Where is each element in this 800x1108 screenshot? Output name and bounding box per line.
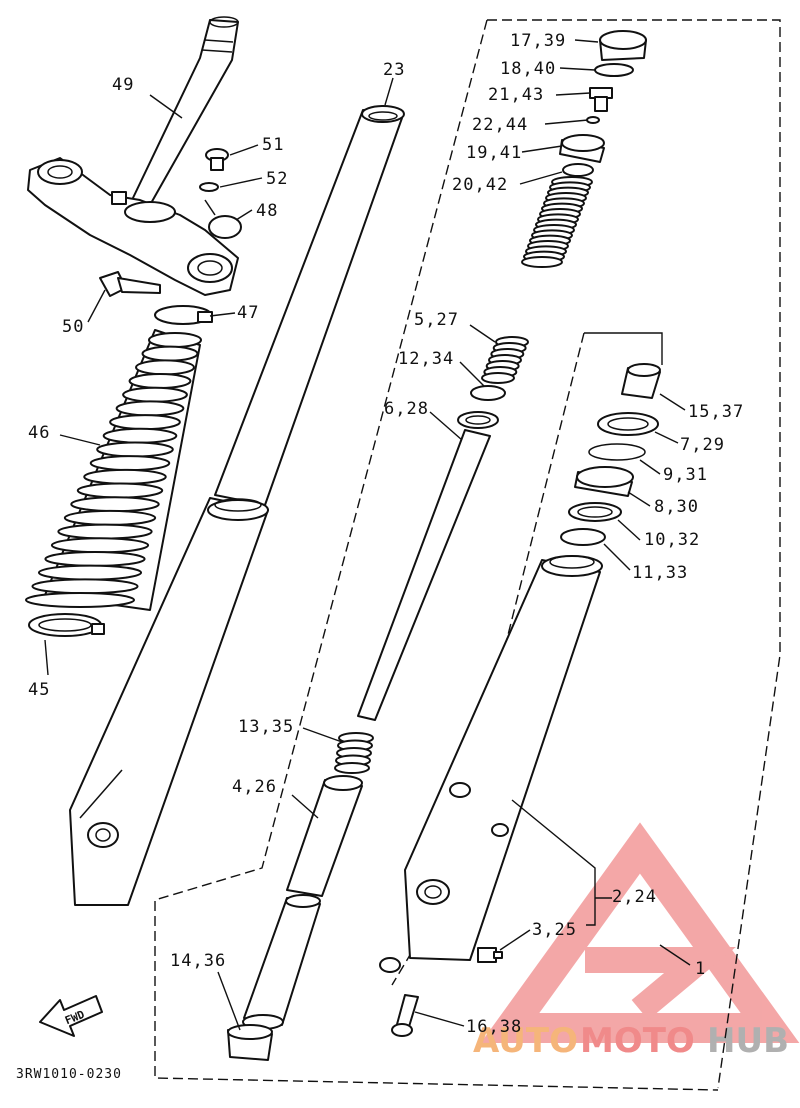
leader-lines	[44, 39, 691, 1031]
label-52: 52	[266, 169, 288, 189]
label-15-37: 15,37	[688, 402, 744, 422]
part-47-boot-clamp	[154, 305, 213, 325]
part-15-37-bushing	[621, 363, 661, 399]
group-frame-right	[487, 19, 781, 1089]
group-frame-lower-inner	[584, 332, 663, 365]
label-6-28: 6,28	[384, 399, 429, 419]
bellow-rib	[37, 564, 143, 581]
label-45: 45	[28, 680, 50, 700]
label-8-30: 8,30	[654, 497, 699, 517]
bellow-rib	[141, 345, 199, 362]
part-22-44-clip	[586, 116, 600, 124]
bellow-rib	[148, 332, 202, 348]
label-21-43: 21,43	[488, 85, 544, 105]
label-16-38: 16,38	[466, 1017, 522, 1037]
part-14-36-oil-lock-piece	[227, 1024, 273, 1061]
label-23: 23	[383, 60, 405, 80]
part-19-41-spring-seat	[559, 134, 605, 163]
label-17-39: 17,39	[510, 31, 566, 51]
part-13-35-taper-spring	[334, 732, 374, 774]
part-20-42-collar	[562, 163, 594, 177]
bellow-rib	[44, 550, 146, 567]
label-5-27: 5,27	[414, 310, 459, 330]
part-fork-spring	[521, 176, 593, 268]
bellow-rib	[70, 496, 160, 513]
label-50: 50	[62, 317, 84, 337]
bellow-rib	[63, 509, 157, 526]
part-48-cable-guide	[204, 199, 242, 239]
label-10-32: 10,32	[644, 530, 700, 550]
watermark-text-hub: HUB	[707, 1021, 789, 1061]
bellow-rib	[122, 386, 188, 403]
part-labels: 49 51 52 48 50 47 46 45 23 17,39 18,40 2…	[16, 31, 744, 1082]
fwd-arrow-icon	[39, 995, 103, 1037]
label-18-40: 18,40	[500, 59, 556, 79]
part-45-lower-clamp	[28, 613, 105, 637]
bellow-rib	[76, 482, 164, 499]
part-46-fork-boot	[25, 329, 202, 611]
bellow-rib	[57, 523, 153, 540]
part-12-34-ring	[470, 385, 506, 401]
part-3-25-drain-bolt	[477, 947, 503, 963]
bellow-rib	[128, 373, 192, 390]
part-49-steering-stem	[27, 16, 239, 296]
bellow-rib	[89, 455, 171, 472]
label-49: 49	[112, 75, 134, 95]
bellow-rib	[31, 578, 139, 595]
part-5-27-rebound-spring	[481, 336, 529, 384]
label-1: 1	[695, 959, 706, 979]
group-frame-left	[154, 19, 719, 1091]
label-3-25: 3,25	[532, 920, 577, 940]
label-22-44: 22,44	[472, 115, 528, 135]
part-4-26-spacer	[286, 775, 363, 897]
part-9-31-circlip	[588, 443, 646, 461]
part-16-38-damper-bolt	[391, 994, 419, 1037]
label-2-24: 2,24	[612, 887, 657, 907]
bellow-rib	[115, 400, 185, 417]
part-6-28-damper-rod	[357, 411, 499, 721]
part-52-washer	[199, 182, 219, 192]
part-10-32-washer	[568, 502, 622, 522]
bellow-rib	[25, 592, 135, 608]
part-7-29-dust-seal	[597, 412, 659, 436]
watermark-text-moto: MOTO	[580, 1021, 695, 1061]
label-20-42: 20,42	[452, 175, 508, 195]
bellow-rib	[102, 427, 178, 444]
spring-coil	[334, 762, 370, 774]
watermark-text-auto: AUTO	[473, 1021, 578, 1061]
part-left-outer-tube	[69, 497, 269, 906]
part-lower-spacer	[242, 894, 321, 1030]
label-19-41: 19,41	[466, 143, 522, 163]
label-51: 51	[262, 135, 284, 155]
part-11-33-slide-metal	[560, 528, 606, 546]
bellow-rib	[83, 468, 167, 485]
label-11-33: 11,33	[632, 563, 688, 583]
label-13-35: 13,35	[238, 717, 294, 737]
label-9-31: 9,31	[663, 465, 708, 485]
part-21-43-adjuster	[589, 87, 613, 112]
watermark-logo	[480, 822, 800, 1043]
part-51-bolt	[205, 148, 229, 171]
part-50-bolt	[99, 271, 161, 297]
spring-coil	[481, 372, 515, 384]
part-18-40-o-ring	[594, 63, 634, 77]
part-right-outer-tube	[379, 555, 603, 973]
label-7-29: 7,29	[680, 435, 725, 455]
diagram-code: 3RW1010-0230	[16, 1067, 122, 1082]
bellow-rib	[96, 441, 174, 458]
label-48: 48	[256, 201, 278, 221]
label-47: 47	[237, 303, 259, 323]
label-4-26: 4,26	[232, 777, 277, 797]
bellow-rib	[109, 414, 181, 431]
part-17-39-cap-bolt	[599, 30, 647, 61]
label-46: 46	[28, 423, 50, 443]
label-14-36: 14,36	[170, 951, 226, 971]
part-8-30-oil-seal	[574, 466, 634, 497]
bellow-rib	[50, 537, 150, 554]
spring-coil	[521, 256, 563, 268]
label-12-34: 12,34	[398, 349, 454, 369]
bellow-rib	[135, 359, 195, 376]
